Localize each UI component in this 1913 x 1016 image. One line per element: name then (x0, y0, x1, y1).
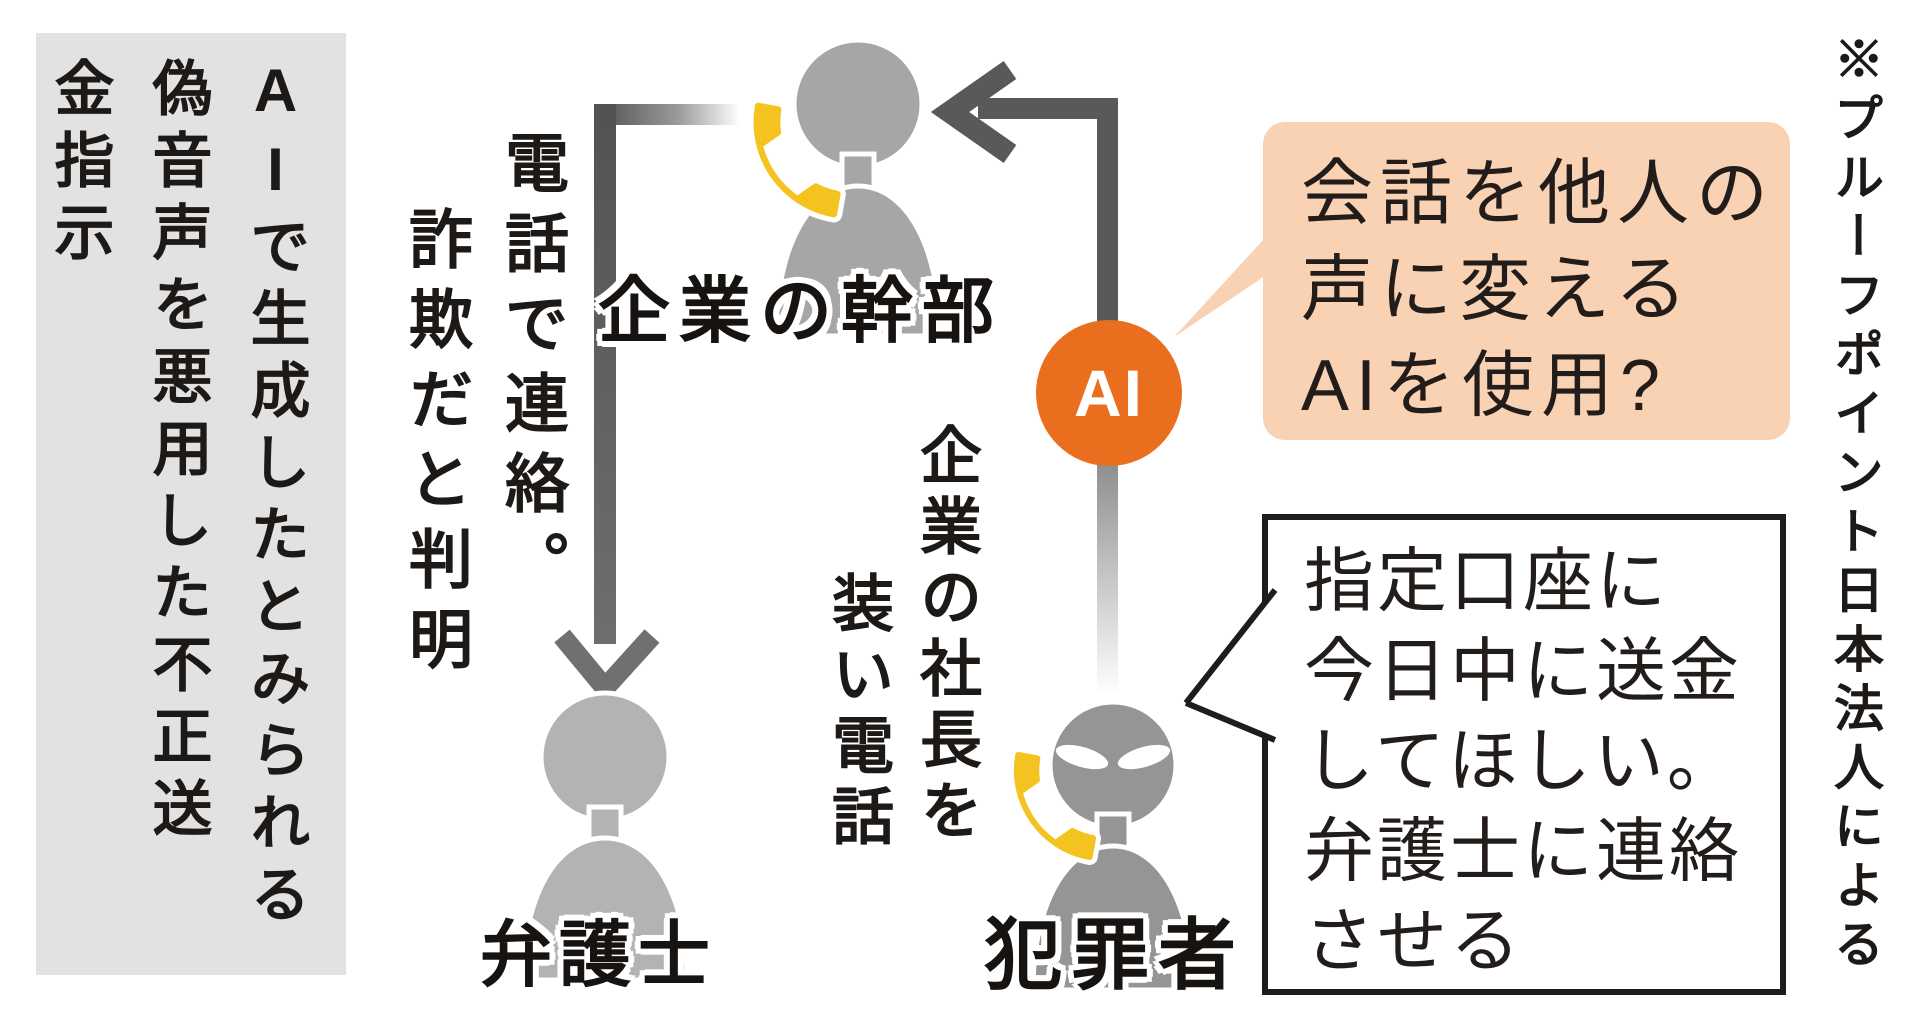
arrow-left-chevron-icon (930, 60, 1017, 164)
title-box: AIで生成したとみられる 偽音声を悪用した不正送 金指示 (36, 33, 346, 975)
phone-icon (1009, 747, 1101, 865)
box-line: 弁護士に連絡 (1304, 812, 1742, 890)
annotation-line: 電話で連絡。 (496, 130, 568, 610)
executive-label: 企業の幹部 (598, 272, 1004, 352)
executive-person-icon (773, 37, 943, 339)
bubble-line: 声に変える (1301, 250, 1694, 330)
arrow-exec-to-lawyer-vertical (594, 104, 616, 644)
box-line: させる (1304, 902, 1523, 980)
criminal-label: 犯罪者 (984, 911, 1246, 999)
box-line: してほしい。 (1304, 722, 1740, 800)
arrow-criminal-fade-line (1097, 465, 1118, 705)
annotation-impersonation: 企業の社長を 装い電話 (812, 423, 988, 855)
title-line: AIで生成したとみられる (242, 57, 309, 935)
lawyer-person-icon (520, 690, 690, 983)
angry-eyes-icon (1055, 744, 1171, 770)
annotation-line: 詐欺だと判明 (400, 206, 472, 686)
arrow-criminal-to-exec-horizontal (978, 98, 1118, 119)
box-line: 今日中に送金 (1304, 632, 1742, 710)
ai-voice-speech-bubble: 会話を他人の 声に変える AIを使用? (1263, 122, 1790, 440)
annotation-phone-contact: 電話で連絡。 詐欺だと判明 (388, 130, 580, 686)
arrow-exec-to-lawyer-horizontal (594, 104, 746, 125)
instruction-speech-box: 指定口座に 今日中に送金 してほしい。 弁護士に連絡 させる (1262, 514, 1786, 995)
bubble-line: 会話を他人の (1301, 154, 1776, 234)
criminal-person-icon (1030, 699, 1196, 993)
box-line: 指定口座に (1304, 542, 1669, 620)
arrow-down-chevron-icon (554, 629, 660, 704)
page-title: AIで生成したとみられる 偽音声を悪用した不正送 金指示 (30, 57, 324, 957)
bubble-line: AIを使用? (1301, 346, 1668, 426)
speech-bubble-tail (1174, 238, 1265, 337)
ai-badge: AI (1036, 320, 1182, 466)
box-text: 指定口座に 今日中に送金 してほしい。 弁護士に連絡 させる (1304, 536, 1742, 986)
ai-badge-label: AI (1074, 356, 1144, 430)
title-line: 偽音声を悪用した不正送 (144, 57, 211, 849)
lawyer-label: 弁護士 (480, 916, 718, 996)
source-note: ※プルーフポイント日本法人による (1827, 33, 1883, 977)
annotation-line: 装い電話 (822, 571, 891, 855)
speech-box-tail (1183, 588, 1278, 743)
title-line: 金指示 (46, 57, 113, 273)
phone-icon (748, 97, 846, 223)
bubble-text: 会話を他人の 声に変える AIを使用? (1301, 146, 1775, 434)
annotation-line: 企業の社長を (910, 423, 979, 849)
